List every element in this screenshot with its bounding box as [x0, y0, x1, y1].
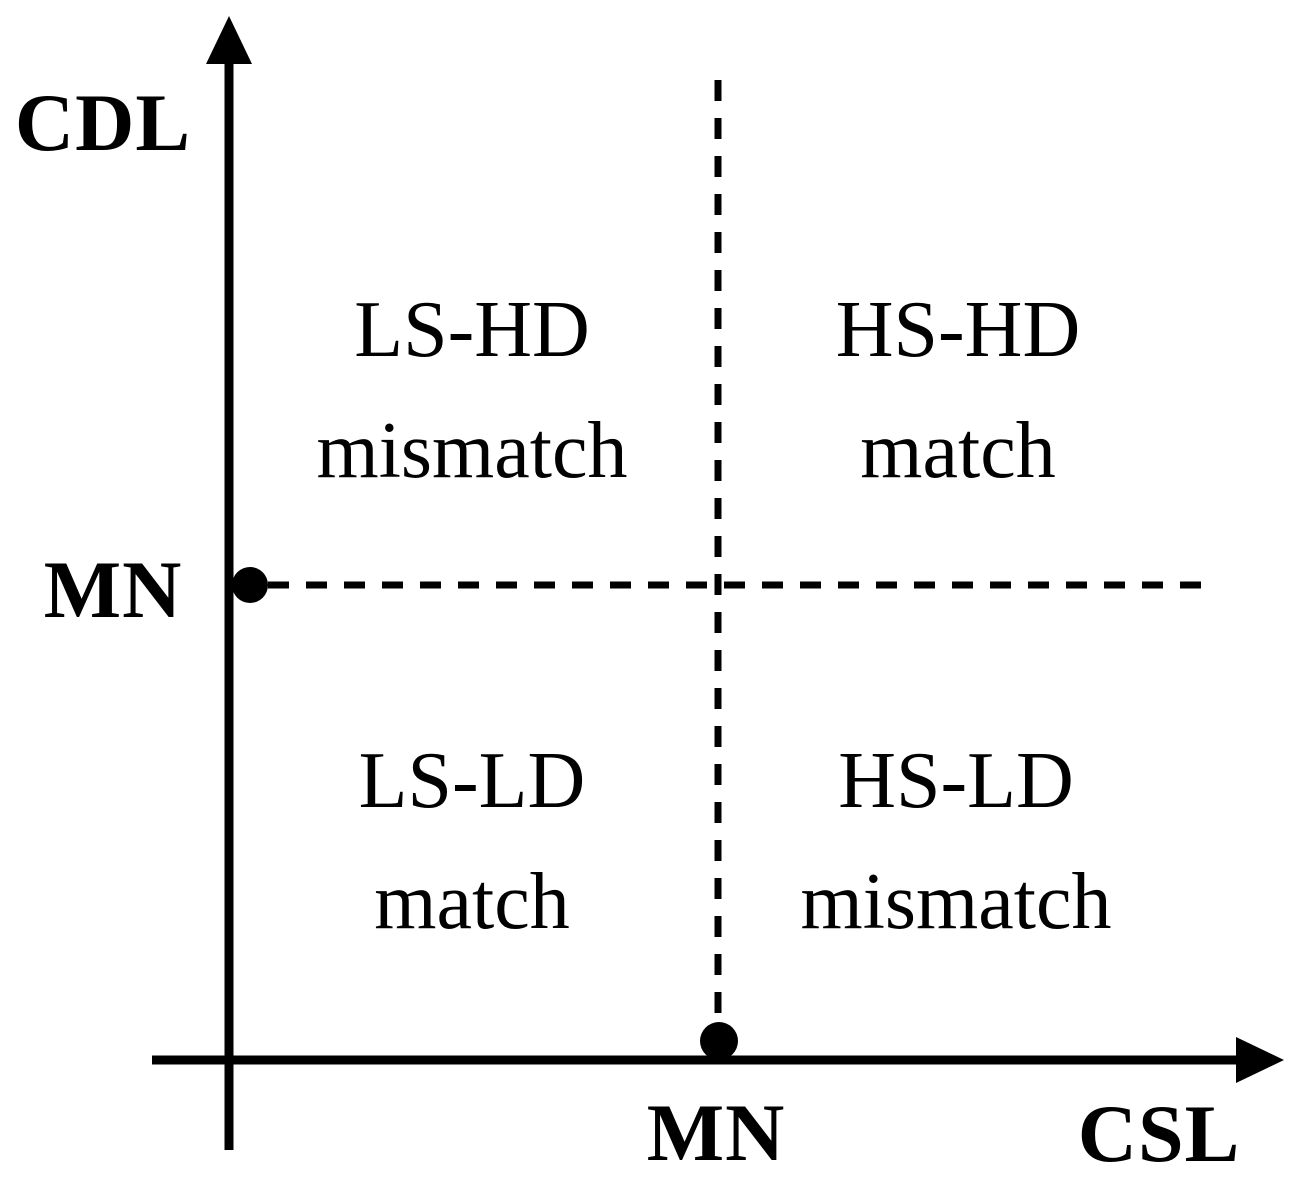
quadrant-label-bottom-right: HS-LD mismatch: [800, 721, 1111, 963]
quadrant-label-line1: LS-LD: [358, 737, 586, 825]
y-axis-label: CDL: [14, 77, 192, 168]
quadrant-label-top-right: HS-HD match: [836, 270, 1080, 512]
x-axis-arrowhead-icon: [1236, 1037, 1284, 1083]
quadrant-label-top-left: LS-HD mismatch: [316, 270, 627, 512]
y-axis-arrowhead-icon: [206, 16, 252, 64]
y-axis-threshold-label: MN: [43, 544, 183, 635]
quadrant-label-line1: HS-LD: [838, 737, 1074, 825]
x-axis-label: CSL: [1077, 1088, 1241, 1179]
quadrant-label-line1: LS-HD: [354, 286, 590, 374]
quadrant-label-line2: mismatch: [316, 407, 628, 495]
quadrant-label-line2: match: [860, 407, 1056, 495]
quadrant-label-line1: HS-HD: [835, 286, 1081, 374]
x-axis-threshold-label: MN: [646, 1087, 786, 1178]
mn-dot-on-x-axis: [700, 1022, 738, 1060]
mn-dot-on-y-axis: [232, 567, 268, 603]
quadrant-label-bottom-left: LS-LD match: [359, 721, 586, 963]
quadrant-label-line2: mismatch: [800, 858, 1112, 946]
quadrant-label-line2: match: [374, 858, 570, 946]
